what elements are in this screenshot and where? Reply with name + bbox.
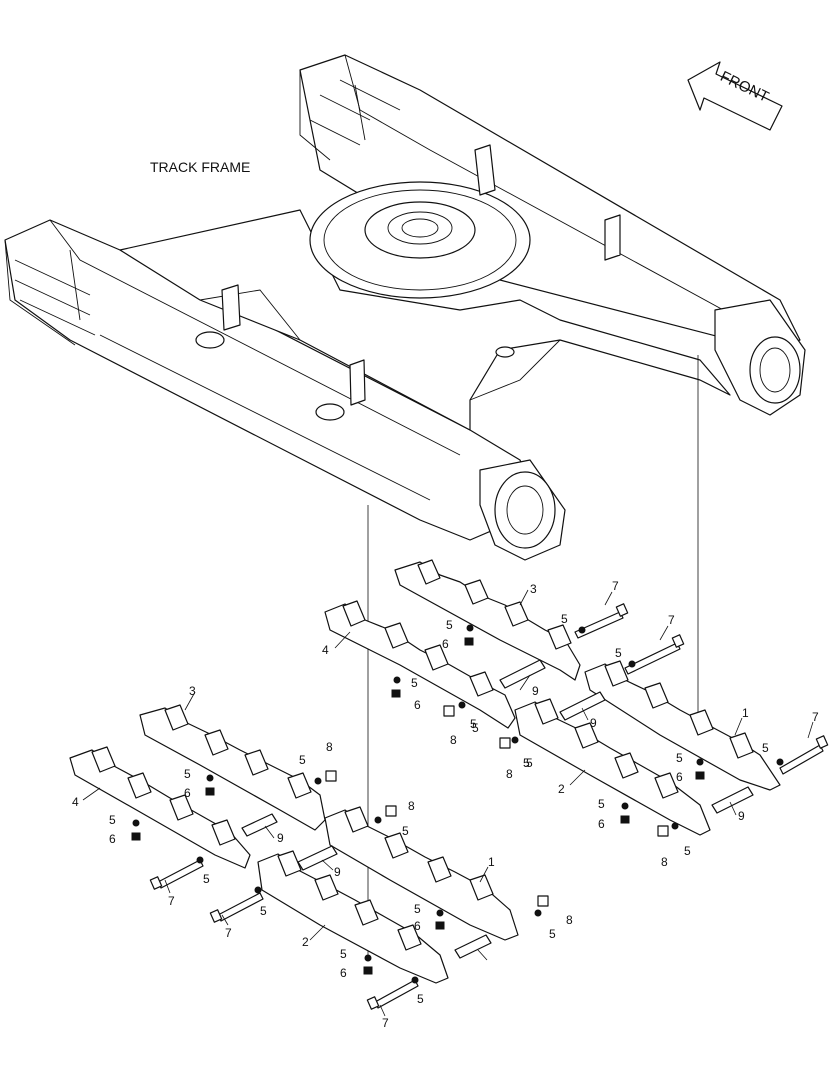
callout-5: 5 xyxy=(676,751,683,765)
callout-5: 5 xyxy=(411,676,418,690)
callout-5: 5 xyxy=(561,612,568,626)
callout-5: 5 xyxy=(184,767,191,781)
callout-8: 8 xyxy=(506,767,513,781)
callout-1: 1 xyxy=(742,706,749,720)
callout-8: 8 xyxy=(661,855,668,869)
callout-7: 7 xyxy=(668,613,675,627)
callout-6: 6 xyxy=(109,832,116,846)
callout-3: 3 xyxy=(530,582,537,596)
callout-5: 5 xyxy=(598,797,605,811)
diagram-title: TRACK FRAME xyxy=(150,159,250,175)
track-guard-2-lower xyxy=(257,850,449,984)
callout-5: 5 xyxy=(109,813,116,827)
callout-5: 5 xyxy=(762,741,769,755)
track-guard-3-lower xyxy=(139,704,326,831)
callout-5: 5 xyxy=(260,904,267,918)
callout-6: 6 xyxy=(442,637,449,651)
pin-9-set xyxy=(241,659,754,959)
callout-5: 5 xyxy=(417,992,424,1006)
callout-9: 9 xyxy=(590,716,597,730)
callout-5: 5 xyxy=(470,717,477,731)
track-frame-drawing xyxy=(4,54,806,561)
callout-5: 5 xyxy=(446,618,453,632)
callout-5: 5 xyxy=(402,824,409,838)
callout-9: 9 xyxy=(334,865,341,879)
front-direction-arrow: FRONT xyxy=(687,61,783,131)
callout-5: 5 xyxy=(299,753,306,767)
callout-4: 4 xyxy=(72,795,79,809)
callout-2: 2 xyxy=(302,935,309,949)
track-guard-2-upper xyxy=(514,698,711,836)
bolt-7-set xyxy=(149,603,829,1010)
callout-6: 6 xyxy=(676,770,683,784)
callout-6: 6 xyxy=(184,786,191,800)
callout-4: 4 xyxy=(322,643,329,657)
callout-7: 7 xyxy=(812,710,819,724)
track-guard-1-upper xyxy=(584,660,781,791)
callout-5: 5 xyxy=(523,756,530,770)
callout-3: 3 xyxy=(189,684,196,698)
callout-5: 5 xyxy=(615,646,622,660)
fastener-set xyxy=(131,624,784,984)
callout-1: 1 xyxy=(488,855,495,869)
callout-7: 7 xyxy=(612,579,619,593)
callout-7: 7 xyxy=(382,1016,389,1030)
callout-9: 9 xyxy=(738,809,745,823)
callout-5: 5 xyxy=(684,844,691,858)
callout-5: 5 xyxy=(414,902,421,916)
callout-5: 5 xyxy=(340,947,347,961)
callout-8: 8 xyxy=(566,913,573,927)
callout-5: 5 xyxy=(472,721,479,735)
track-guard-3-upper xyxy=(394,559,581,681)
track-guard-4-lower xyxy=(69,746,251,869)
callout-9: 9 xyxy=(277,831,284,845)
callout-2: 2 xyxy=(558,782,565,796)
callout-5: 5 xyxy=(549,927,556,941)
track-guard-1-lower xyxy=(324,806,519,941)
callout-8: 8 xyxy=(326,740,333,754)
callout-7: 7 xyxy=(168,894,175,908)
leader-lines xyxy=(82,589,814,1017)
callout-6: 6 xyxy=(340,966,347,980)
callout-labels: 1 1 2 2 3 3 4 4 5 5 5 5 5 5 5 5 5 5 5 5 … xyxy=(72,579,819,1030)
callout-6: 6 xyxy=(414,919,421,933)
callout-8: 8 xyxy=(450,733,457,747)
callout-5: 5 xyxy=(526,756,533,770)
callout-6: 6 xyxy=(598,817,605,831)
callout-7: 7 xyxy=(225,926,232,940)
callout-9: 9 xyxy=(532,684,539,698)
track-guard-4-upper xyxy=(324,600,516,729)
callout-8: 8 xyxy=(408,799,415,813)
callout-5: 5 xyxy=(203,872,210,886)
callout-6: 6 xyxy=(414,698,421,712)
